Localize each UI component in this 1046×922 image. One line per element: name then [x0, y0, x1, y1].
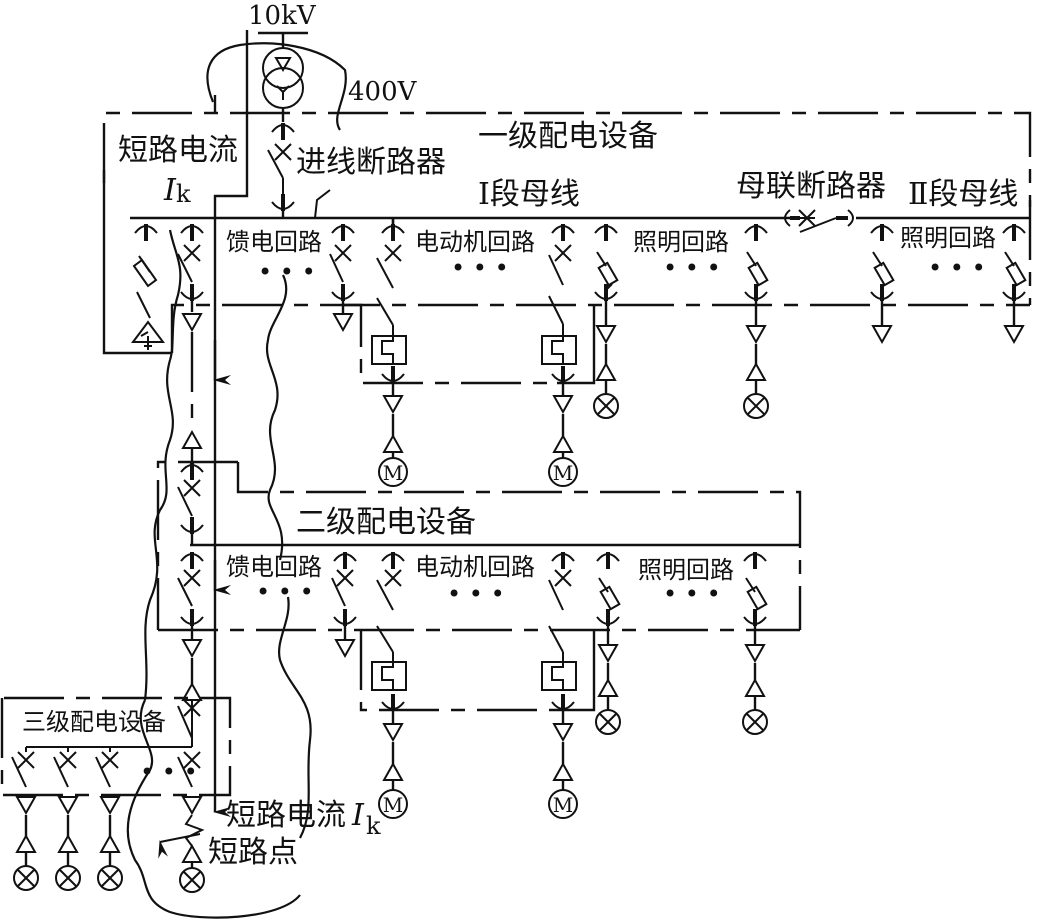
ellipsis: • • •: [258, 258, 316, 286]
lighting-circuit-label-l1-a: 照明回路: [633, 228, 729, 256]
busbar-2-label: Ⅱ段母线: [908, 177, 1018, 212]
bus-tie-breaker: [784, 209, 854, 233]
motor-symbol: M: [383, 461, 403, 485]
ellipsis: • • •: [256, 578, 314, 606]
short-circuit-point-label: 短路点: [208, 835, 298, 870]
level2-motor-frame: [359, 630, 557, 712]
feeder-breaker-l2: [177, 550, 205, 701]
ellipsis: • • •: [928, 254, 986, 282]
bus-tie-breaker-label: 母联断路器: [736, 169, 886, 204]
level2-equipment-label: 二级配电设备: [296, 505, 476, 540]
motor-circuit-label-l2: 电动机回路: [415, 553, 535, 581]
ik-subscript-top: k: [176, 180, 191, 208]
motor-symbol: M: [553, 793, 573, 817]
transformer: [258, 31, 308, 122]
lighting-circuit-l2: [595, 550, 768, 735]
level3-incoming: [177, 699, 201, 739]
lighting-circuit-label-l1-b: 照明回路: [900, 224, 996, 252]
incoming-breaker-label: 进线断路器: [296, 145, 446, 180]
level1-equipment-label: 一级配电设备: [478, 119, 658, 154]
ik-subscript-bottom: k: [366, 812, 381, 840]
level3-equipment-label: 三级配电设备: [22, 708, 166, 736]
level2-enclosure: [156, 460, 802, 632]
motor-circuit-l2-a: M: [371, 550, 408, 819]
ellipsis: • • •: [451, 254, 509, 282]
motor-circuit-label-l1: 电动机回路: [415, 228, 535, 256]
capacitor-feeder: [131, 222, 165, 350]
lighting-circuit-label-l2: 照明回路: [638, 556, 734, 584]
ellipsis: • • •: [663, 254, 721, 282]
feeder-breaker-l2-2: [331, 550, 358, 657]
feeder-circuit-label-l2: 馈电回路: [226, 553, 322, 581]
short-circuit-current-path: [213, 30, 249, 817]
short-circuit-current-label-bottom: 短路电流: [226, 798, 346, 833]
hv-voltage-label: 10kV: [248, 1, 317, 31]
level2-incoming: [177, 461, 205, 545]
level3-outgoing-circuits: [11, 747, 205, 893]
ellipsis: • • •: [663, 580, 721, 608]
motor-circuit-l1-b: M: [541, 222, 596, 487]
feeder-breaker-l1-2: [329, 222, 356, 331]
short-circuit-arrow: [158, 833, 201, 859]
feeder-circuit-label-l1: 馈电回路: [226, 228, 322, 256]
motor-symbol: M: [553, 461, 573, 485]
ellipsis: • • •: [447, 580, 505, 608]
motor-symbol: M: [383, 793, 403, 817]
lv-voltage-label: 400V: [348, 77, 418, 107]
ik-symbol-bottom: I: [351, 798, 365, 833]
feeder-breaker-l1: [177, 222, 205, 462]
lighting-circuit-l1: [593, 222, 1027, 419]
ik-symbol-top: I: [163, 173, 177, 208]
incoming-breaker: [267, 121, 331, 219]
motor-circuit-l1-a: M: [343, 218, 557, 487]
fault-region-boundary: [126, 42, 347, 919]
busbar-1-label: Ⅰ段母线: [478, 177, 580, 212]
short-circuit-current-label-top: 短路电流: [118, 133, 238, 168]
motor-circuit-l2-b: M: [541, 550, 596, 819]
